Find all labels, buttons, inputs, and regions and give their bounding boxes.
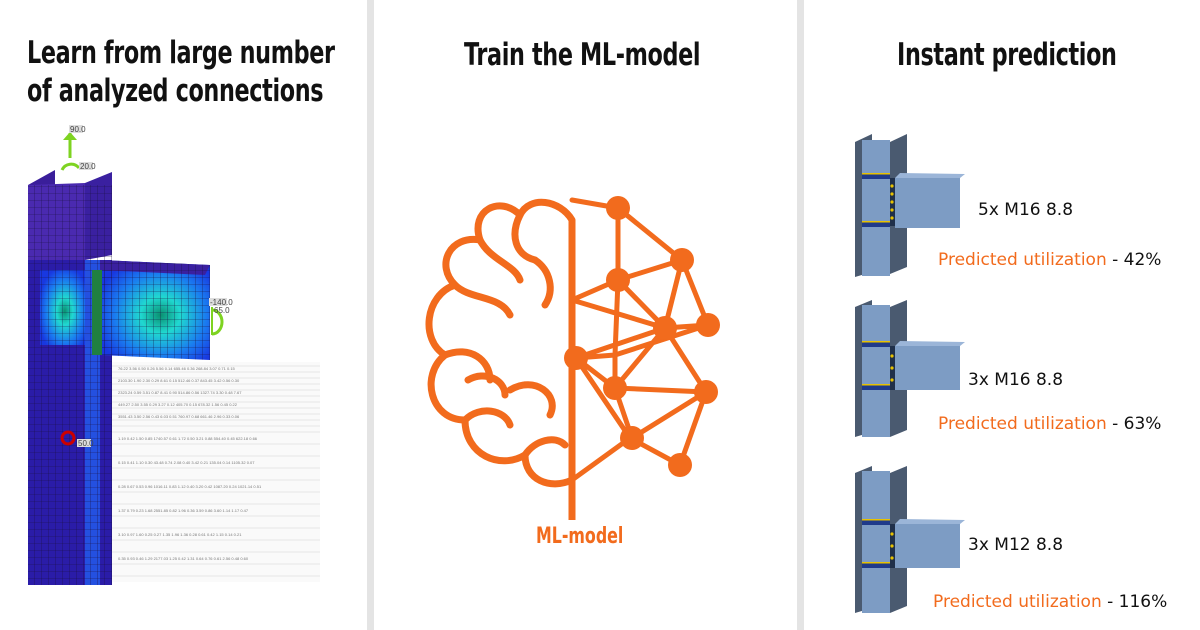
svg-text:0.15 0.41 1.10 0.30 43.48: 0.15 0.41 1.10 0.30 43.48 0.74 2.08 0.40… — [118, 460, 255, 465]
connection-3-bolts: 3x M12 8.8 — [968, 535, 1064, 555]
connection-1-image — [855, 134, 965, 277]
moment-label: 20.0 — [80, 162, 96, 171]
ml-model-label: ML-model — [536, 524, 624, 549]
prediction-value: - 116% — [1101, 592, 1168, 612]
connection-2-prediction: Predicted utilization - 63% — [938, 414, 1161, 434]
svg-text:449.27 2.50 3.55 0.29: 449.27 2.50 3.55 0.29 3.27 0.12 405.70 0… — [118, 402, 238, 407]
brain-network-icon — [425, 196, 720, 520]
svg-text:2323.24 0.59 3.51 0.87: 2323.24 0.59 3.51 0.87 8.41 0.90 514.86 … — [118, 390, 242, 395]
panel-1-title-line-2: of analyzed connections — [27, 73, 324, 109]
svg-text:2103.30 1.90 2.30 0.29: 2103.30 1.90 2.30 0.29 8.61 0.15 512.46 … — [118, 378, 240, 383]
connection-1-prediction: Predicted utilization - 42% — [938, 250, 1161, 270]
prediction-value: - 42% — [1106, 250, 1162, 270]
separator-1 — [367, 0, 374, 630]
connection-3-image — [855, 466, 965, 613]
panel-3-title: Instant prediction — [897, 37, 1117, 73]
prediction-label: Predicted utilization — [938, 414, 1107, 434]
prediction-label: Predicted utilization — [933, 592, 1102, 612]
connection-2-image — [855, 300, 965, 437]
svg-text:0.35 0.93 0.46 1.29 2177.0: 0.35 0.93 0.46 1.29 2177.03 1.25 0.42 1.… — [118, 556, 249, 561]
svg-text:1.19 0.42 1.50 0.85 1740.5: 1.19 0.42 1.50 0.85 1740.57 0.61 1.72 0.… — [118, 436, 258, 441]
connection-3-prediction: Predicted utilization - 116% — [933, 592, 1167, 612]
fea-analysis-image: 76.22 3.56 0.50 0.26 5.56 0.14 655.46 0.… — [28, 125, 320, 585]
svg-text:3.10 0.97 1.60 0.25 0.27: 3.10 0.97 1.60 0.25 0.27 1.35 1.96 1.36 … — [118, 532, 242, 537]
svg-text:76.22 3.56 0.50 0.26 5: 76.22 3.56 0.50 0.26 5.56 0.14 655.46 0.… — [118, 366, 236, 371]
bottom-label: 50.0 — [78, 439, 94, 448]
svg-text:0.28 0.67 0.53 0.96 1016.1: 0.28 0.67 0.53 0.96 1016.11 0.83 1.12 0.… — [118, 484, 262, 489]
shear-label: -140.0 — [210, 298, 233, 307]
svg-text:1.37 0.79 0.23 1.68 2551.8: 1.37 0.79 0.23 1.68 2551.85 0.82 1.96 0.… — [118, 508, 249, 513]
panel-1-title-line-1: Learn from large number — [27, 35, 335, 71]
svg-text:3551.43 3.50 2.56 0.43: 3551.43 3.50 2.56 0.43 6.03 0.51 760.97 … — [118, 414, 240, 419]
axial-force-label: 90.0 — [70, 125, 86, 134]
connection-2-bolts: 3x M16 8.8 — [968, 370, 1064, 390]
separator-2 — [797, 0, 804, 630]
connection-1-bolts: 5x M16 8.8 — [978, 200, 1074, 220]
prediction-value: - 63% — [1106, 414, 1162, 434]
beam-moment-label: 65.0 — [214, 306, 230, 315]
prediction-label: Predicted utilization — [938, 250, 1107, 270]
panel-2-title: Train the ML-model — [464, 37, 701, 73]
